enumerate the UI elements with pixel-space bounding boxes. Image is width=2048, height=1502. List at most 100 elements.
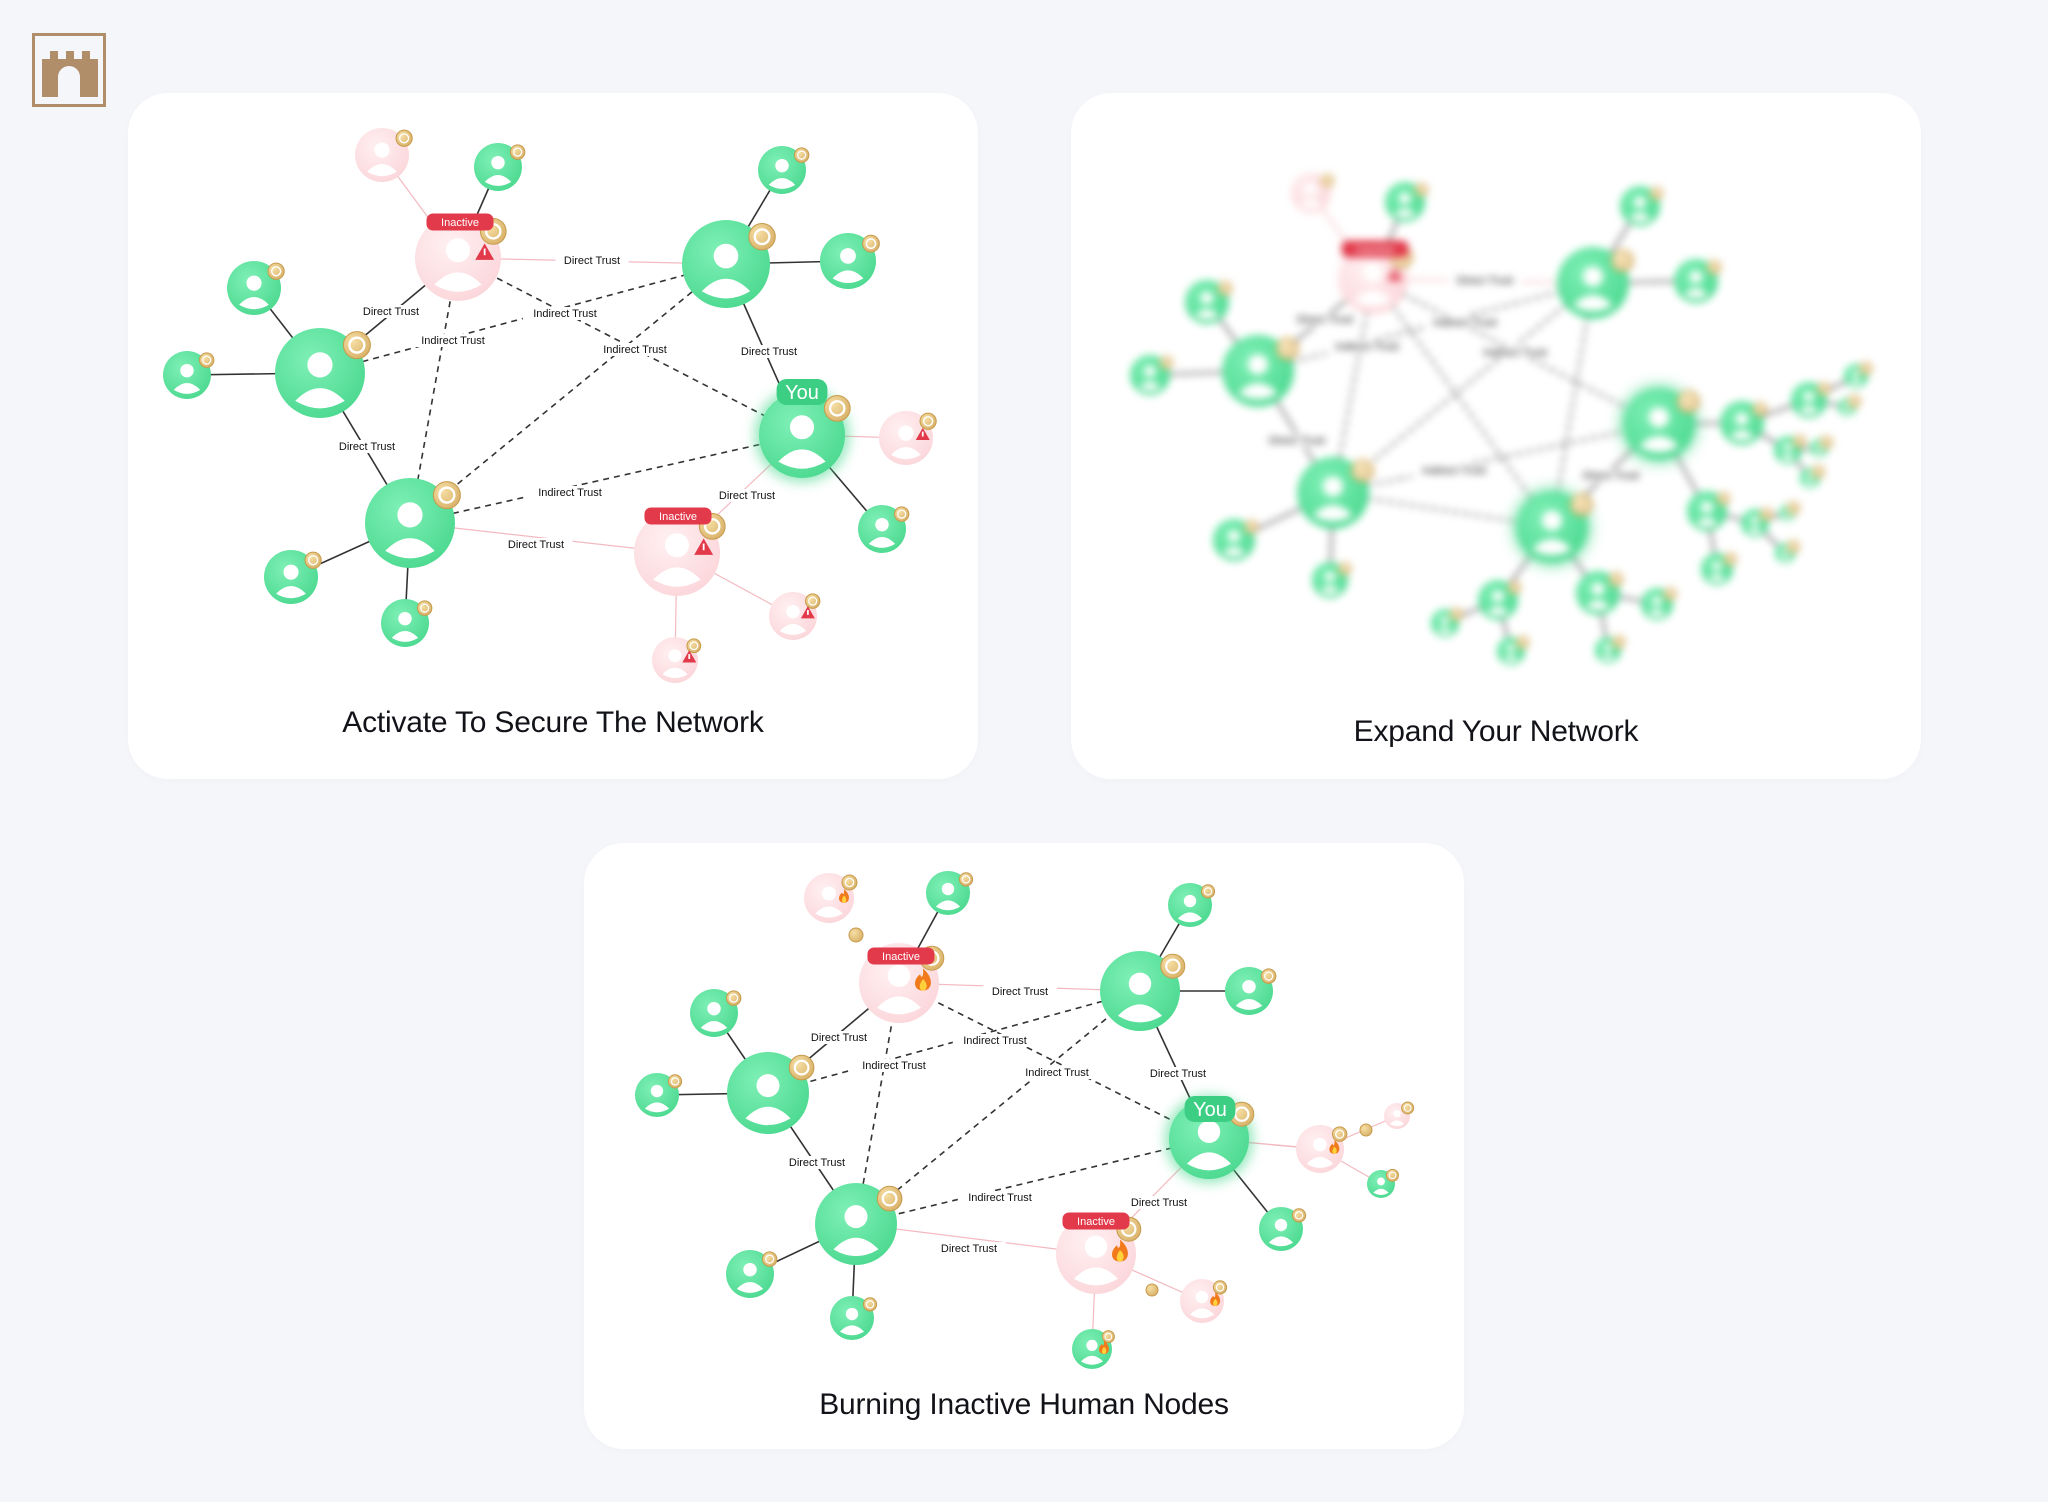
trust-label: Indirect Trust bbox=[538, 487, 602, 499]
badge-bg bbox=[1062, 1212, 1130, 1230]
person-icon bbox=[1268, 1218, 1294, 1247]
trust-label: Indirect Trust bbox=[1422, 465, 1486, 477]
person-icon bbox=[1238, 354, 1278, 400]
coin-icon bbox=[1649, 187, 1663, 201]
coin-icon bbox=[1320, 174, 1334, 188]
person-icon bbox=[653, 533, 701, 587]
trust-label-bg bbox=[710, 489, 784, 502]
coin-icon bbox=[1792, 434, 1806, 448]
trust-label-bg bbox=[802, 1031, 876, 1044]
active-human-node bbox=[1222, 335, 1299, 407]
coin-icon bbox=[848, 927, 864, 943]
coin-icon bbox=[1716, 492, 1730, 506]
warning-icon bbox=[800, 606, 815, 619]
coin-icon bbox=[1611, 249, 1634, 272]
coin-icon bbox=[1759, 507, 1773, 521]
indirect-trust-edge bbox=[1332, 492, 1553, 528]
coin-icon bbox=[1786, 540, 1800, 554]
coin-icon bbox=[1819, 435, 1833, 449]
coin-icon bbox=[198, 352, 215, 368]
coin-icon bbox=[416, 600, 433, 616]
person-icon bbox=[391, 611, 419, 642]
fire-icon bbox=[1112, 1239, 1128, 1262]
card-title: Activate To Secure The Network bbox=[342, 706, 764, 739]
castle-logo-icon bbox=[32, 33, 106, 107]
coin-icon bbox=[1449, 607, 1463, 621]
person-icon bbox=[1487, 590, 1509, 616]
person-icon bbox=[935, 882, 961, 911]
coin-icon bbox=[1160, 953, 1186, 979]
indirect-trust-edge bbox=[1332, 423, 1660, 494]
trust-label-bg bbox=[1411, 464, 1497, 477]
active-human-node bbox=[635, 1073, 683, 1117]
inactive-badge: Inactive bbox=[1077, 1216, 1115, 1228]
inactive-human-node bbox=[1056, 1214, 1142, 1294]
inactive-badge: Inactive bbox=[1356, 244, 1394, 256]
coin-icon bbox=[1331, 1126, 1348, 1142]
coin-icon bbox=[1608, 572, 1624, 587]
trust-label: Direct Trust bbox=[741, 346, 797, 358]
person-icon bbox=[701, 243, 751, 299]
person-icon bbox=[1696, 501, 1718, 527]
inactive-badge: Inactive bbox=[882, 951, 920, 963]
trust-label: Direct Trust bbox=[1131, 1197, 1187, 1209]
coin-icon bbox=[1817, 382, 1831, 396]
trust-label-bg bbox=[780, 1156, 854, 1169]
person-icon bbox=[1194, 291, 1220, 320]
coin-icon bbox=[804, 593, 821, 609]
active-human-node bbox=[1297, 457, 1374, 529]
person-icon bbox=[276, 564, 306, 599]
active-human-node bbox=[1312, 562, 1352, 598]
person-icon bbox=[1780, 443, 1796, 461]
indirect-trust-edge bbox=[1551, 282, 1594, 528]
active-human-node bbox=[1620, 186, 1663, 226]
person-icon bbox=[1187, 1120, 1231, 1171]
coin-icon bbox=[1663, 587, 1677, 601]
person-icon bbox=[662, 649, 688, 679]
person-icon bbox=[1648, 596, 1666, 617]
active-human-node bbox=[1741, 507, 1773, 537]
coin-icon bbox=[1401, 1101, 1415, 1115]
person-icon bbox=[1437, 616, 1453, 634]
coin-icon bbox=[793, 147, 810, 163]
trust-label-bg bbox=[1014, 1066, 1100, 1079]
person-icon bbox=[815, 886, 843, 918]
coin-icon bbox=[1612, 635, 1626, 649]
coin-icon bbox=[748, 223, 776, 251]
trust-label-bg bbox=[1288, 313, 1362, 326]
person-icon bbox=[1373, 1177, 1389, 1195]
person-icon bbox=[1074, 1235, 1118, 1286]
indirect-trust-edge bbox=[409, 263, 727, 524]
coin-icon bbox=[1859, 362, 1873, 376]
coin-icon bbox=[1229, 1101, 1255, 1127]
active-human-node bbox=[1810, 435, 1833, 457]
coin-icon bbox=[876, 1185, 903, 1212]
fire-icon bbox=[1329, 1140, 1340, 1154]
indirect-trust-edge bbox=[1332, 278, 1374, 494]
person-icon bbox=[1389, 1110, 1405, 1127]
active-human-node bbox=[1844, 362, 1873, 388]
nodes bbox=[635, 871, 1415, 1369]
coin-icon bbox=[667, 1074, 683, 1089]
person-icon bbox=[839, 1307, 865, 1336]
active-human-node bbox=[727, 1052, 815, 1134]
person-icon bbox=[1708, 561, 1726, 582]
coin-icon bbox=[862, 1297, 878, 1312]
person-icon bbox=[1747, 516, 1763, 534]
trust-label: Indirect Trust bbox=[421, 335, 485, 347]
person-icon bbox=[1222, 530, 1246, 557]
badge-bg bbox=[776, 379, 828, 405]
active-human-node bbox=[1775, 540, 1800, 563]
inactive-human-node bbox=[804, 873, 858, 923]
person-icon bbox=[1235, 979, 1263, 1010]
trust-label: Direct Trust bbox=[941, 1243, 997, 1255]
coin-icon bbox=[1752, 402, 1768, 417]
trust-label-bg bbox=[1141, 1067, 1215, 1080]
trust-label-bg bbox=[1472, 346, 1558, 359]
trust-label: Direct Trust bbox=[363, 306, 419, 318]
active-human-node bbox=[1385, 182, 1428, 222]
coin-icon bbox=[1414, 183, 1428, 197]
trust-label-bg bbox=[851, 1059, 937, 1072]
